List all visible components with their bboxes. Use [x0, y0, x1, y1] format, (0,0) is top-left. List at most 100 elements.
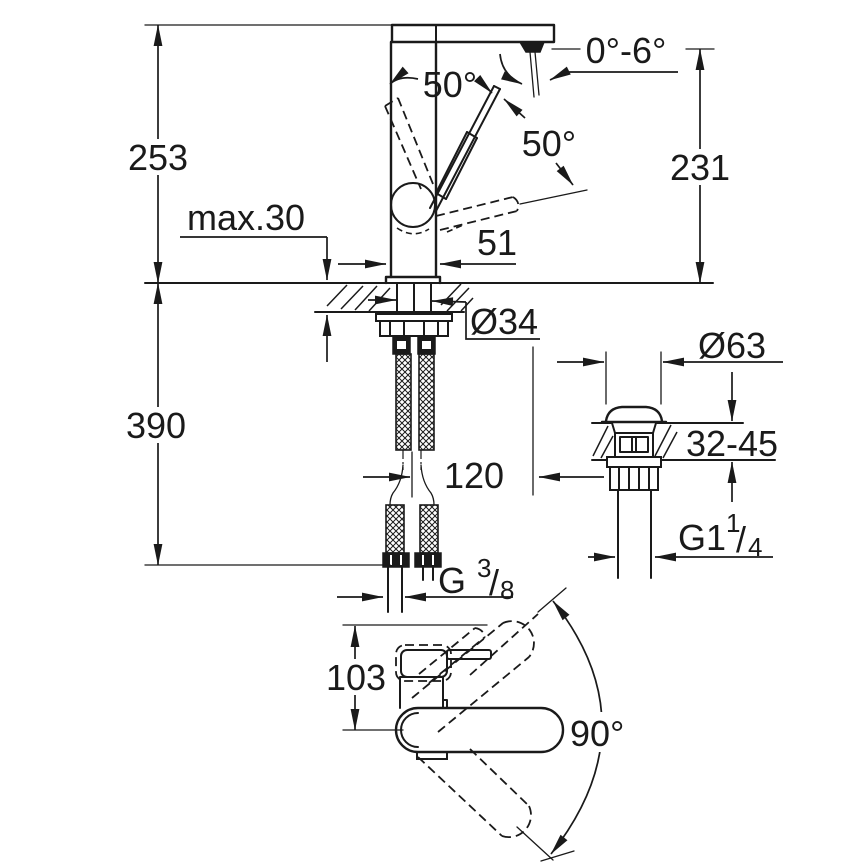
- hatch-line: [662, 431, 678, 459]
- dim-32-45-label: 32-45: [686, 423, 778, 464]
- hose-connectors: [392, 335, 436, 355]
- angle-50-upper: 50°: [389, 64, 493, 105]
- hose-flare-curve: [389, 464, 404, 506]
- waste-flange: [606, 456, 662, 468]
- dim-51: 51: [338, 222, 517, 269]
- mounting-washer: [375, 313, 453, 322]
- lever-tip-cap: [493, 85, 501, 90]
- dim-253: 253: [127, 24, 189, 284]
- dim-dia34: Ø34: [368, 295, 540, 342]
- body-top-view: [399, 676, 448, 709]
- water-stream-line: [529, 51, 535, 98]
- waste-cap-dome: [604, 405, 664, 423]
- handle-dashed-outline: [395, 644, 452, 682]
- label-backing: [125, 407, 187, 443]
- radius-tick-bottom: [540, 850, 575, 862]
- mounting-nut: [379, 320, 449, 337]
- hatch-line: [326, 284, 348, 307]
- spout-dashed-tip: [501, 805, 532, 839]
- spout-dashed-tip: [502, 620, 535, 658]
- angle-50-lower: 50°: [503, 98, 576, 186]
- angle-90: 90°: [516, 587, 638, 862]
- mounting-deck: [144, 282, 714, 313]
- popup-waste-view: Ø63 32-45 G1 1 / 4: [557, 325, 783, 579]
- hatch-line: [592, 425, 609, 457]
- waste-body: [600, 405, 668, 579]
- leader-arrow: [549, 66, 678, 81]
- arc-arrow: [503, 98, 526, 119]
- arc-arrow: [555, 162, 574, 186]
- lever-dashed-cap: [512, 196, 520, 212]
- hose-connector-slot: [397, 341, 406, 349]
- label-backing: [325, 659, 387, 695]
- dim-dia63-label: Ø63: [698, 325, 766, 366]
- arc-arrow: [499, 53, 523, 85]
- lever-dashed-cap: [384, 97, 399, 107]
- supply-hardware: [375, 313, 453, 613]
- braided-hose-left: [395, 353, 412, 451]
- locknut-facets: [618, 466, 650, 491]
- radius-extension-bottom: [516, 826, 554, 861]
- dim-g114-slash: /: [736, 519, 746, 560]
- radius-tick-top: [537, 587, 567, 613]
- lever-grip-cap: [466, 131, 478, 139]
- hatch-line: [460, 297, 474, 312]
- dim-g38-denominator: 8: [500, 575, 514, 605]
- dim-g114-denominator: 4: [748, 532, 762, 562]
- label-backing: [566, 712, 638, 752]
- faucet-body: [144, 23, 556, 285]
- dim-g114-prefix: G1: [678, 517, 726, 558]
- lever-dashed-up-position: [384, 97, 434, 190]
- dim-g38-prefix: G: [438, 560, 466, 601]
- lever-dashed-edge: [435, 196, 514, 217]
- dim-32-45: 32-45: [686, 372, 778, 502]
- lever-dashed-edge: [384, 105, 422, 190]
- overflow-slots: [619, 436, 649, 453]
- side-elevation-view: 253 390 231 max.30 51: [125, 23, 731, 613]
- dim-g38: G 3 / 8: [337, 553, 514, 605]
- spout-dashed-ne-position: [411, 613, 539, 733]
- spout-dashed-edge: [469, 748, 530, 807]
- dim-103: 103: [325, 624, 488, 731]
- dim-g114-numerator: 1: [726, 508, 740, 538]
- lever-dashed-edge: [397, 97, 434, 185]
- hose-fitting-right: [414, 552, 442, 568]
- dim-max30: max.30: [180, 197, 332, 362]
- waste-deck: [591, 422, 776, 461]
- hose-end-left: [385, 504, 405, 554]
- spout-bar: [390, 23, 556, 44]
- top-swivel-view: 103 90°: [325, 587, 638, 862]
- dim-max30-label: max.30: [187, 197, 305, 238]
- radius-dashed-line: [469, 613, 539, 676]
- dim-103-label: 103: [326, 657, 386, 698]
- hatch-line: [354, 285, 378, 311]
- lever-grip-cap: [435, 192, 447, 200]
- hatch-line: [340, 285, 364, 310]
- dim-g38-numerator: 3: [477, 553, 491, 583]
- lever-ball-joint: [390, 182, 436, 228]
- lever-dashed-rotated: [418, 627, 486, 684]
- arc-arrow: [474, 75, 493, 94]
- lever-grip-edge: [445, 137, 478, 200]
- dim-231-label: 231: [670, 147, 730, 188]
- waste-locknut: [609, 466, 659, 491]
- leader-line: [465, 302, 540, 340]
- spout-tab: [416, 751, 448, 760]
- hose-fitting-left: [382, 552, 410, 568]
- lever-dashed-down-position: [396, 189, 588, 235]
- hatch-line: [654, 424, 672, 457]
- spout-dashed-edge: [417, 756, 503, 837]
- water-stream-line: [534, 51, 540, 96]
- lever-dashed-cap: [474, 627, 486, 638]
- angle-50-lower-label: 50°: [522, 123, 576, 164]
- angle-90-label: 90°: [570, 713, 624, 754]
- dim-231: 231: [669, 48, 731, 284]
- spout-dashed-edge: [437, 656, 530, 733]
- dim-dia63: Ø63: [557, 325, 783, 405]
- waste-neck-slant: [611, 422, 657, 434]
- angle-50-upper-label: 50°: [423, 64, 477, 105]
- dim-g38-slash: /: [489, 562, 499, 603]
- hose-connector-slot: [422, 341, 431, 349]
- top-view-faucet: [394, 613, 565, 839]
- arc-arrow: [389, 66, 419, 85]
